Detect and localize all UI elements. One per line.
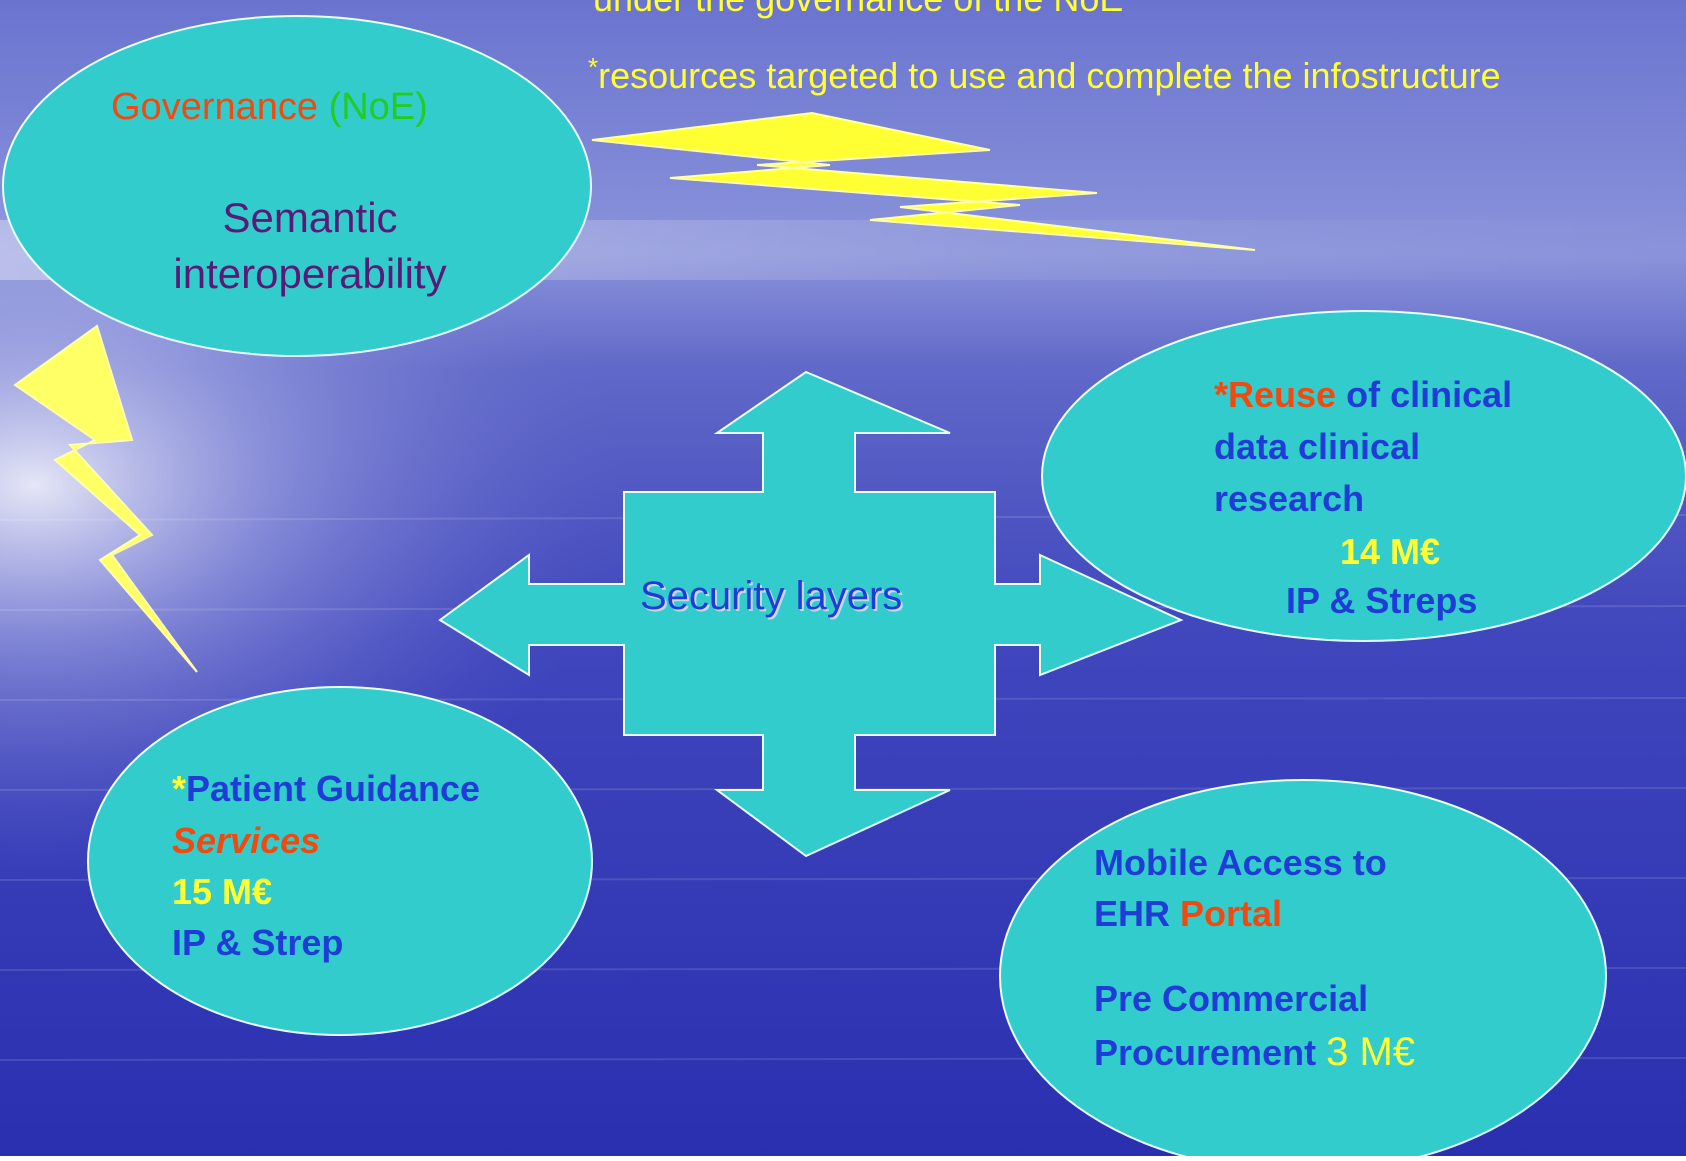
mobile-line-3: Pre Commercial <box>1094 978 1369 1019</box>
governance-title: Governance (NoE) <box>111 86 428 129</box>
security-layers-label: Security layers <box>640 574 903 618</box>
reuse-word: Reuse <box>1228 374 1337 415</box>
lightning-bolt-top <box>591 111 1256 251</box>
reuse-of-clinical: of clinical <box>1346 374 1513 415</box>
header-resources-text: resources targeted to use and complete t… <box>598 55 1501 96</box>
reuse-title: *Reuse of clinical <box>1214 374 1512 416</box>
patient-asterisk: * <box>172 768 187 809</box>
header-line-1: under the governance of the NoE <box>593 0 1123 20</box>
mobile-ehr: EHR <box>1094 893 1171 934</box>
governance-ellipse <box>2 15 592 357</box>
patient-amount: 15 M€ <box>172 871 273 912</box>
patient-services: Services <box>172 820 321 861</box>
semantic-line: Semantic <box>222 194 398 241</box>
mobile-procurement: Procurement <box>1094 1032 1317 1073</box>
lightning-bolt-left <box>13 324 198 673</box>
reuse-type: IP & Streps <box>1286 580 1478 621</box>
mobile-portal: Portal <box>1180 893 1283 934</box>
reuse-asterisk: * <box>1214 374 1229 415</box>
reuse-ellipse <box>1041 310 1686 642</box>
patient-title: *Patient Guidance <box>172 768 480 810</box>
mobile-ellipse <box>999 779 1607 1161</box>
header-asterisk: * <box>588 52 599 82</box>
interoperability-line: interoperability <box>173 250 447 297</box>
governance-title-noe: (NoE) <box>328 86 428 128</box>
reuse-amount: 14 M€ <box>1340 531 1441 572</box>
mobile-line-4: Procurement 3 M€ <box>1094 1030 1415 1075</box>
governance-title-main: Governance <box>111 86 319 128</box>
patient-ellipse <box>87 686 593 1036</box>
four-way-arrow <box>438 370 1184 858</box>
reuse-line-3: research <box>1214 478 1365 519</box>
mobile-line-1: Mobile Access to <box>1094 842 1387 883</box>
mobile-amount: 3 M€ <box>1326 1030 1416 1074</box>
reuse-line-2: data clinical <box>1214 426 1421 467</box>
mobile-line-2: EHR Portal <box>1094 893 1282 935</box>
patient-guidance: Patient Guidance <box>186 768 481 809</box>
patient-type: IP & Strep <box>172 922 344 963</box>
header-line-2: *resources targeted to use and complete … <box>588 52 1501 97</box>
